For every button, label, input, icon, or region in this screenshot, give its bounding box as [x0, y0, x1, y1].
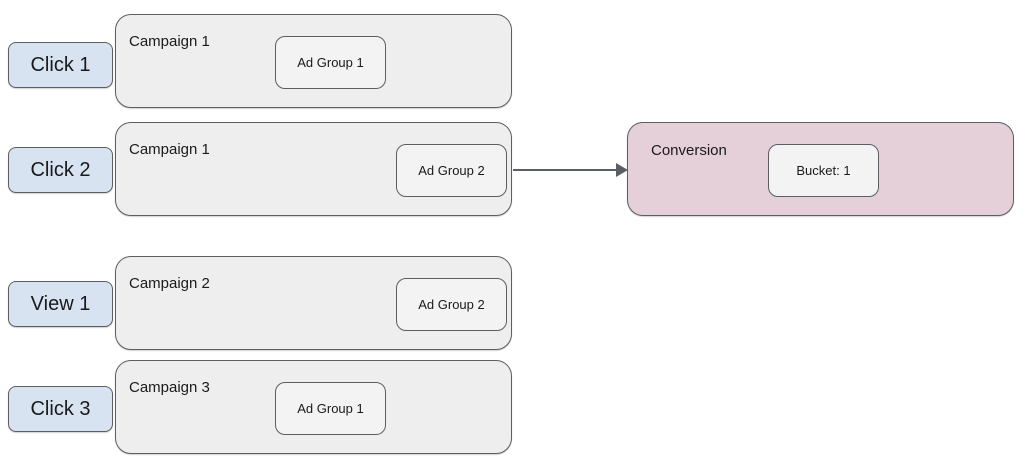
event-box-click-1: Click 1 [8, 42, 113, 88]
conversion-box: Conversion Bucket: 1 [627, 122, 1014, 216]
bucket-box: Bucket: 1 [768, 144, 879, 197]
arrow-right-icon [513, 163, 628, 177]
event-box-view-1: View 1 [8, 281, 113, 327]
ad-group-box: Ad Group 2 [396, 278, 507, 331]
ad-group-label: Ad Group 1 [297, 401, 364, 416]
ad-group-box: Ad Group 2 [396, 144, 507, 197]
campaign-box-row-4: Campaign 3 Ad Group 1 [115, 360, 512, 454]
campaign-box-row-1: Campaign 1 Ad Group 1 [115, 14, 512, 108]
event-label: Click 3 [30, 397, 91, 420]
ad-group-label: Ad Group 2 [418, 297, 485, 312]
event-label: Click 2 [30, 158, 91, 181]
event-label: View 1 [30, 292, 91, 315]
campaign-label: Campaign 1 [129, 141, 210, 158]
conversion-label: Conversion [651, 142, 727, 159]
campaign-label: Campaign 2 [129, 275, 210, 292]
event-label: Click 1 [30, 53, 91, 76]
ad-group-label: Ad Group 1 [297, 55, 364, 70]
campaign-box-row-3: Campaign 2 Ad Group 2 [115, 256, 512, 350]
event-box-click-2: Click 2 [8, 147, 113, 193]
campaign-label: Campaign 3 [129, 379, 210, 396]
event-box-click-3: Click 3 [8, 386, 113, 432]
ad-group-label: Ad Group 2 [418, 163, 485, 178]
ad-group-box: Ad Group 1 [275, 36, 386, 89]
bucket-label: Bucket: 1 [796, 163, 851, 178]
ad-group-box: Ad Group 1 [275, 382, 386, 435]
campaign-label: Campaign 1 [129, 33, 210, 50]
campaign-box-row-2: Campaign 1 Ad Group 2 [115, 122, 512, 216]
